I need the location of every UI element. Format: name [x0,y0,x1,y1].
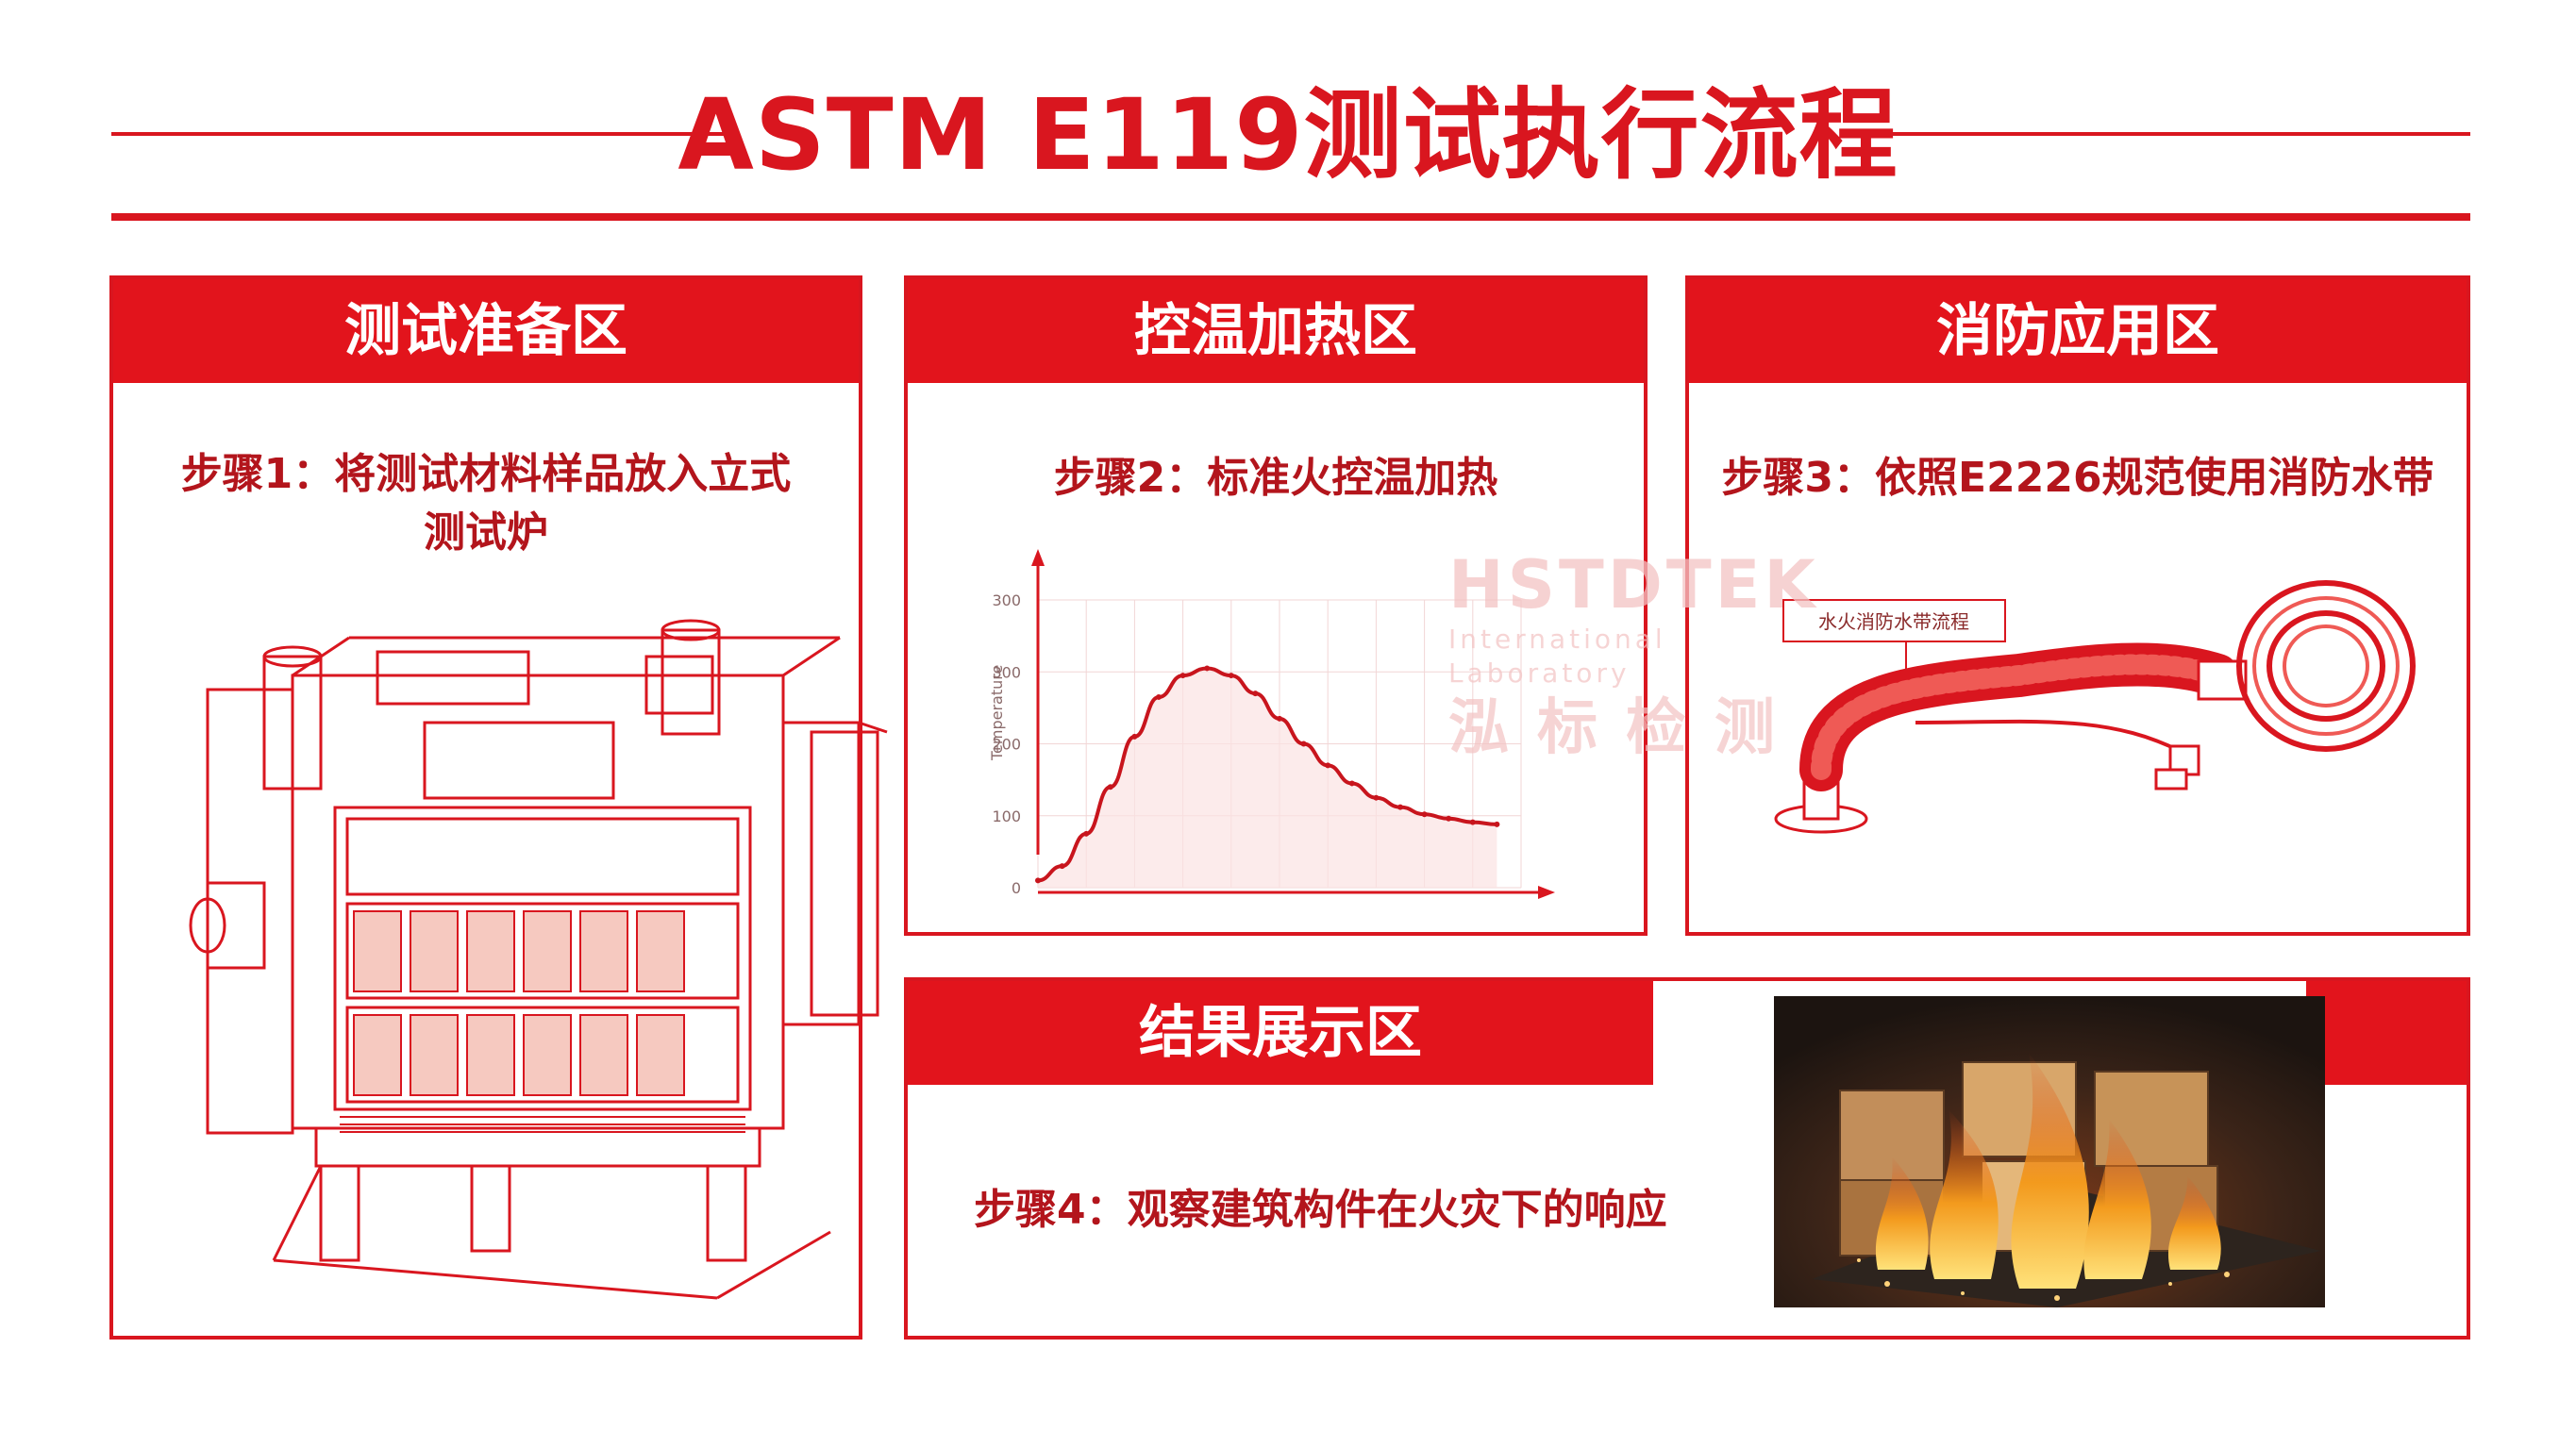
hose-label: 水火消防水带流程 [1818,610,1969,633]
title-rule-right [1857,132,2470,136]
chart-y-tick-label: 0 [1012,879,1021,897]
panel-fire: 消防应用区 步骤3：依照E2226规范使用消防水带 水火消防水带流程 [1685,275,2470,936]
panel-result: 结果展示区 步骤4：观察建筑构件在火灾下的响应 [904,977,2470,1340]
chart-point [1131,733,1138,740]
chart-point [1373,794,1380,801]
watermark: HSTDTEK International Laboratory 泓标检测 [1448,547,1845,766]
chart-point [1421,811,1428,818]
chart-point [1277,715,1282,722]
step1-line2: 测试炉 [424,508,548,557]
chart-x-axis-arrow [1538,886,1555,899]
chart-point [1228,673,1234,679]
panel-fire-header: 消防应用区 [1689,279,2467,383]
chart-point [1300,741,1307,747]
step2-text: 步骤2：标准火控温加热 [1053,454,1498,502]
burning-blocks-image [1774,996,2325,1307]
panel-prep-header: 测试准备区 [113,279,859,383]
panel-result-header-strip [2306,981,2467,1085]
chart-y-axis-arrow [1031,549,1045,566]
chart-y-tick-label: 200 [992,736,1021,754]
watermark-cn: 泓标检测 [1448,693,1803,763]
chart-point [1348,780,1355,787]
chart-y-tick-label: 100 [992,807,1021,825]
chart-point [1397,804,1403,810]
chart-point [1107,784,1113,791]
chart-point [1179,673,1186,679]
step4-text: 步骤4：观察建筑构件在火灾下的响应 [974,1186,1667,1234]
panel-result-header-text: 结果展示区 [1139,1000,1422,1066]
fire-hose-illustration: 水火消防水带流程 [1774,580,2416,834]
chart-point [1469,819,1476,825]
chart-y-tick-label: 300 [992,663,1021,681]
title-rule-left [111,132,725,136]
panel-heat-header: 控温加热区 [908,279,1644,383]
panel-prep: 测试准备区 步骤1：将测试材料样品放入立式 测试炉 [109,275,888,1340]
watermark-brand: HSTDTEK [1448,546,1819,624]
chart-point [1252,691,1259,697]
panel-heat: 控温加热区 步骤2：标准火控温加热 Temperature 0 100 200 300… [904,275,1648,936]
chart-y-tick-label: 300 [992,591,1021,609]
chart-ylabel: Temperature [988,665,1006,761]
step1-line1: 步骤1：将测试材料样品放入立式 [180,450,792,498]
chart-point [1035,877,1041,884]
chart-point [1446,815,1452,822]
furnace-illustration [189,619,888,1300]
title-underline [111,213,2470,221]
step3-text: 步骤3：依照E2226规范使用消防水带 [1721,454,2434,502]
chart-point [1156,693,1162,700]
chart-point [1494,821,1500,827]
temperature-chart: Temperature 0 100 200 300 300 [988,549,1555,899]
chart-point [1083,830,1090,837]
chart-point [1325,762,1331,769]
chart-point [1059,863,1065,870]
page-title: ASTM E119测试执行流程 [677,77,1899,192]
chart-point [1204,665,1211,672]
watermark-sub: International Laboratory [1448,624,1666,689]
step1-text: 步骤1：将测试材料样品放入立式 测试炉 [113,445,859,562]
chart-area [1038,668,1497,888]
panel-result-header: 结果展示区 [908,981,1653,1085]
